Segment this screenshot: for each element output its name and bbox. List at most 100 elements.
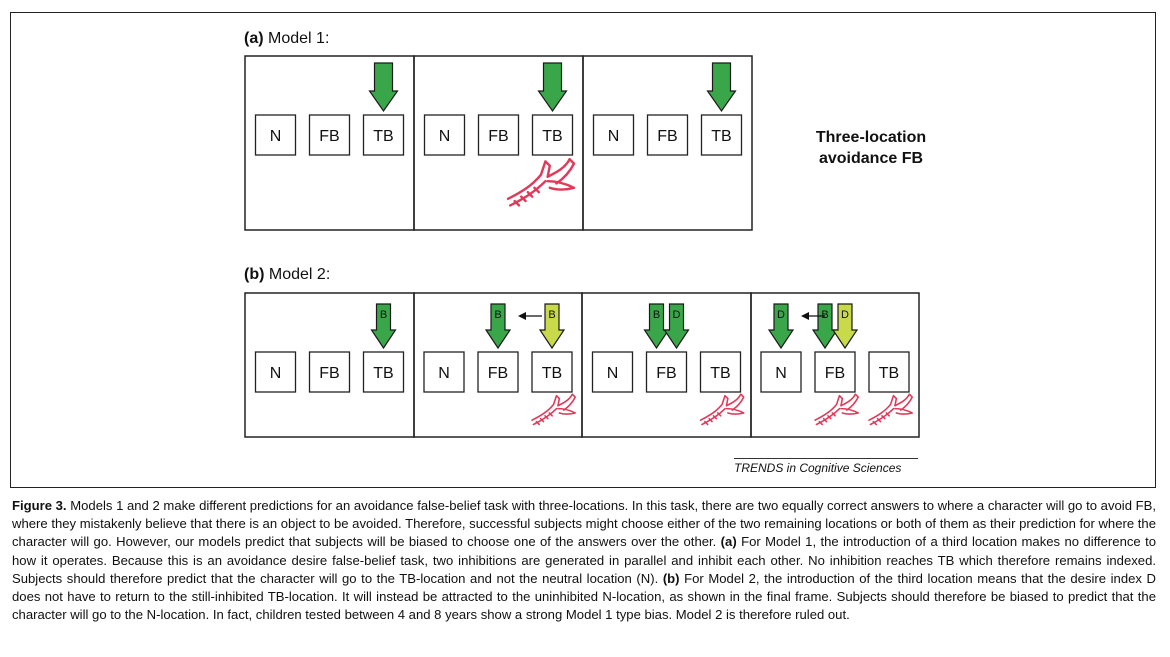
location-box [308,114,351,156]
hand-sleeve [725,407,745,415]
panel-b-label: (b) Model 2: [244,266,330,284]
arrow-shape [537,62,568,113]
location-label: FB [657,128,677,145]
side-title-line1: Three-location [815,129,927,146]
caption-a-label: (a) [720,534,737,550]
hand-stripes [701,407,726,426]
panel-a-frame-2-box-tb: TB [531,114,574,156]
hand-stripes [532,407,558,426]
panel-b-frame-3-box-tb: TB [699,351,742,393]
arrow-shape [663,303,690,350]
location-label: FB [319,365,339,382]
caption-b-label: (b) [662,570,680,586]
panel-b-frame-3-box-fb: FB [645,351,688,393]
panel-a-frame-3-box-tb: TB [700,114,743,156]
panel-a-frame-3-border [582,55,753,231]
arrow-shape [538,303,566,350]
panel-a-frame-2-box-n: N [423,114,466,156]
panel-b-frame-1-box-fb: FB [308,351,351,393]
location-box [592,114,635,156]
panel-b-frame-2-arrow-0: B [484,303,512,350]
panel-b-frame-4-arrow-1: B [811,303,839,350]
panel-a-frame-2-arrow-0 [537,62,568,113]
panel-b-frame-4-hand-icon-0 [814,393,859,426]
panel-a-frame-3-box-fb: FB [646,114,689,156]
hand-sleeve [546,179,576,191]
arrow-label: B [380,309,387,321]
panel-b-frame-3-arrow-1: D [663,303,690,350]
panel-a-frame-2-hand-icon [506,157,576,207]
caption-text-2: For Model 1, the introduction of a third… [12,534,1156,586]
location-box [477,114,520,156]
location-label: N [270,128,282,145]
location-label: TB [542,128,562,145]
arrow-label: B [821,309,828,321]
location-box [645,351,688,393]
panel-b-frame-3-arrow-0: B [643,303,670,350]
panel-b-frame-1-box-tb: TB [362,351,405,393]
location-label: N [270,365,282,382]
side-title: Three-location avoidance FB [796,127,946,169]
panel-b-frame-2-shift-arrowhead [518,312,526,320]
panel-a-frame-1-box-n: N [254,114,297,156]
location-label: FB [319,128,339,145]
location-label: FB [656,365,676,382]
location-label: TB [710,365,730,382]
location-label: TB [879,365,899,382]
arrow-shape [811,303,839,350]
caption-text-3: For Model 2, the introduction of the thi… [12,570,1156,623]
panel-a-frame-1-box-fb: FB [308,114,351,156]
location-box [531,351,573,393]
hand-outline [699,393,745,421]
hand-stripes [869,407,895,426]
panel-b-frame-2-box-tb: TB [531,351,573,393]
panel-b-frame-2-box-fb: FB [477,351,519,393]
panel-a-frame-2-box-fb: FB [477,114,520,156]
arrow-shape [484,303,512,350]
arrow-shape [831,303,859,350]
panel-a-frame-3-box-n: N [592,114,635,156]
panel-b-frame-4-hand-icon-1 [868,393,913,426]
arrow-label: B [494,309,501,321]
panel-a-frame-3-arrow-0 [706,62,737,113]
arrow-shape [767,303,795,350]
caption-text-1: Models 1 and 2 make different prediction… [12,498,1156,550]
panel-b-frame-4-box-n: N [760,351,802,393]
arrow-shape [370,303,397,350]
location-label: FB [488,128,508,145]
arrow-shape [706,62,737,113]
panel-b-frame-2-hand-icon-0 [531,393,576,426]
journal-credit: TRENDS in Cognitive Sciences [734,458,918,475]
location-box [760,351,802,393]
panel-b-title: Model 2: [268,266,331,283]
location-label: FB [488,365,508,382]
side-title-line2: avoidance FB [818,150,924,167]
panel-a-label: (a) Model 1: [244,30,329,48]
arrow-label: B [548,309,555,321]
arrow-label: D [841,309,849,321]
location-box [254,114,297,156]
arrow-label: D [673,309,681,321]
panel-b-frame-4-arrow-2: D [831,303,859,350]
location-label: TB [373,365,393,382]
panel-b-letter: (b) [244,266,265,283]
panel-a-title: Model 1: [268,30,330,47]
caption-label: Figure 3. [12,498,67,513]
location-box [700,114,743,156]
location-box [591,351,634,393]
hand-outline [506,157,576,201]
panel-b-frame-1-arrow-0: B [370,303,397,350]
location-label: N [775,365,787,382]
arrow-shape [368,62,399,113]
panel-a-letter: (a) [244,30,264,47]
location-box [646,114,689,156]
panel-b-frame-1-box-n: N [254,351,297,393]
panel-b-frame-3-box-n: N [591,351,634,393]
panel-b-frame-4-box-fb: FB [814,351,856,393]
panel-b-frame-4-border [750,292,920,438]
location-label: TB [542,365,562,382]
panel-b-frame-3-hand-icon-0 [699,393,745,426]
location-box [531,114,574,156]
location-box [699,351,742,393]
